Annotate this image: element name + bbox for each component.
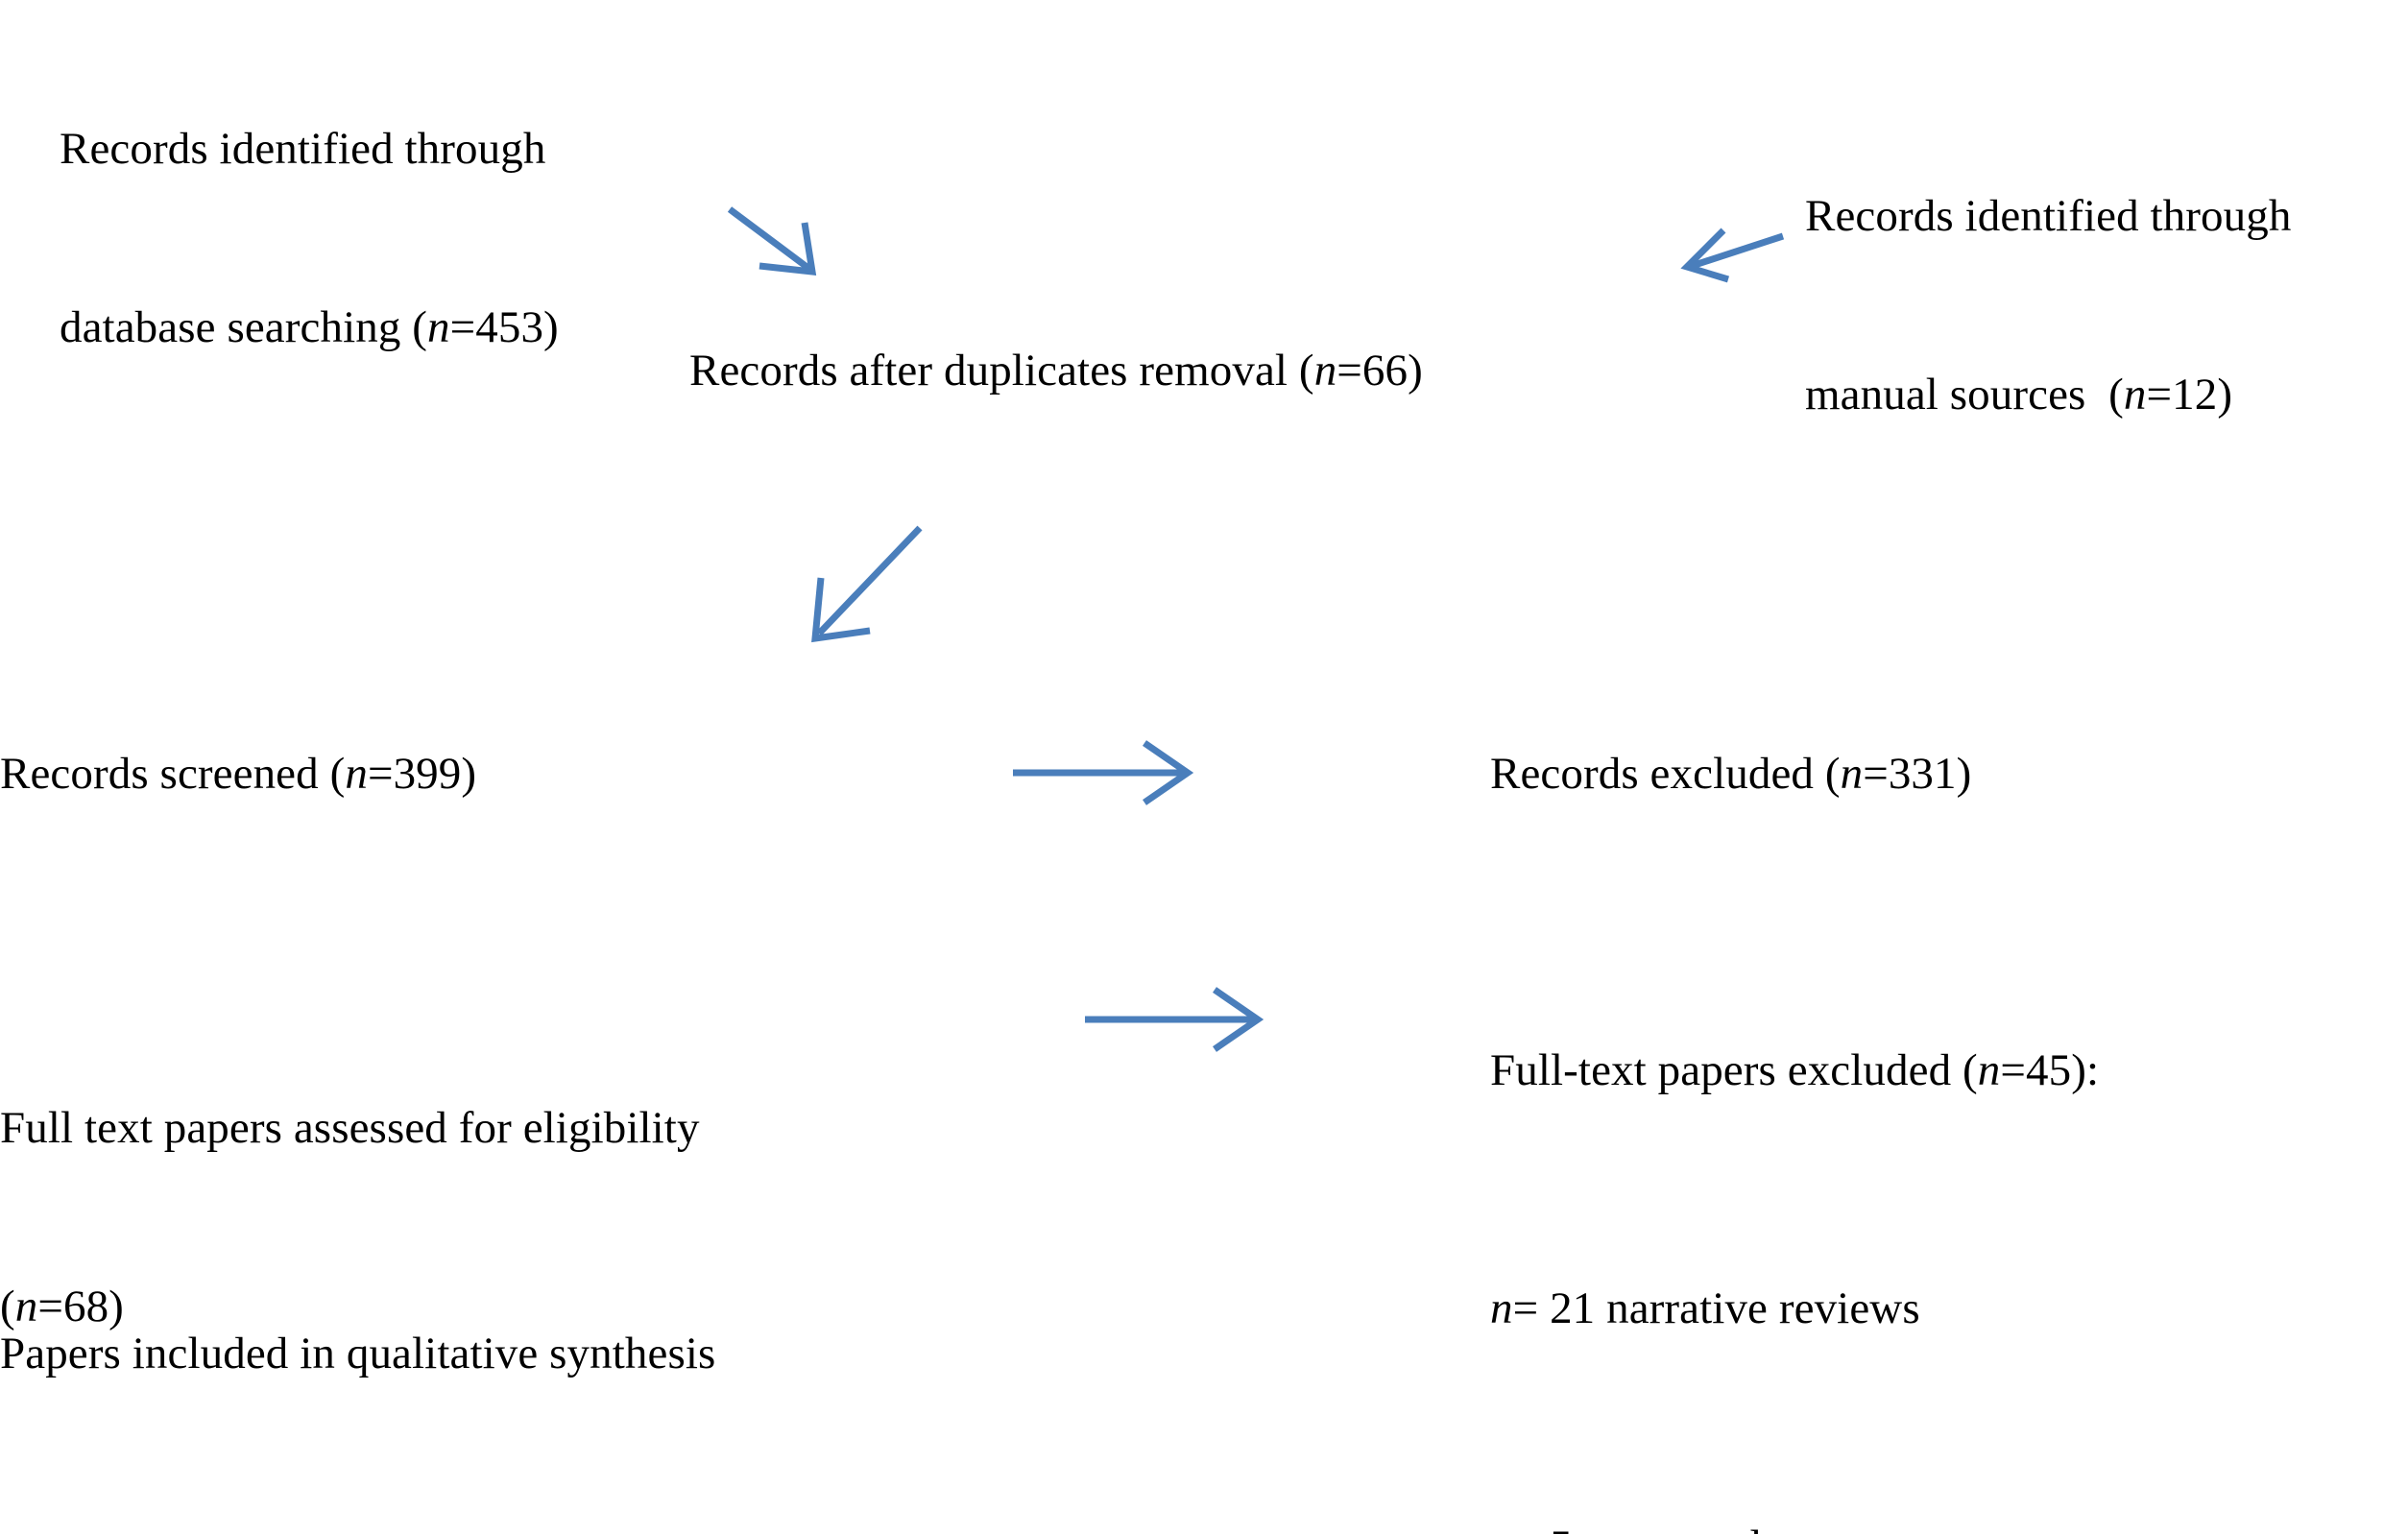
node-db-search-n: n bbox=[427, 302, 450, 353]
arrow-dupes-to-screened-icon bbox=[811, 525, 923, 643]
node-records-identified-manual: Records identified through manual source… bbox=[1805, 67, 2291, 543]
node-after-dupes-n: n bbox=[1313, 346, 1337, 395]
node-excluded-pre: Records excluded ( bbox=[1490, 749, 1841, 799]
node-fulltext-line2-pre: ( bbox=[0, 1282, 15, 1332]
node-fulltext-excluded-list: Full-text papers excluded (n=45): n= 21 … bbox=[1490, 922, 2099, 1534]
excl-item-1-n: n bbox=[1490, 1522, 1513, 1534]
node-excl-list-heading-pre: Full-text papers excluded ( bbox=[1490, 1045, 1978, 1096]
node-fulltext-n: n bbox=[14, 1282, 38, 1332]
node-screened-post: =399) bbox=[367, 749, 477, 799]
node-after-dupes-post: =66) bbox=[1336, 346, 1423, 395]
node-excluded-post: =331) bbox=[1863, 749, 1972, 799]
node-screened-pre: Records screened ( bbox=[0, 749, 346, 799]
node-fulltext-assessed: Full text papers assessed for eligibilit… bbox=[0, 979, 700, 1455]
node-screened-n: n bbox=[345, 749, 368, 799]
node-db-search-line2-post: =453) bbox=[449, 302, 559, 353]
excl-item-1-text: = 5 meta-analyses bbox=[1513, 1522, 1841, 1534]
node-fulltext-line2: (n=68) bbox=[0, 1277, 700, 1336]
excl-item-0-text: = 21 narrative reviews bbox=[1512, 1283, 1920, 1334]
node-manual-sources-line2: manual sources (n=12) bbox=[1805, 365, 2291, 424]
node-db-search-line2-pre: database searching ( bbox=[60, 302, 428, 353]
node-after-dupes-pre: Records after duplicates removal ( bbox=[689, 346, 1314, 395]
node-papers-quantitative-synthesis: Papers included in quantitative synthesi… bbox=[0, 1419, 738, 1534]
node-excl-list-heading: Full-text papers excluded (n=45): bbox=[1490, 1041, 2099, 1100]
arrow-manual-to-dupes-icon bbox=[1680, 228, 1785, 283]
node-excl-list-heading-post: =45): bbox=[2000, 1045, 2100, 1096]
node-records-screened: Records screened (n=399) bbox=[0, 744, 476, 803]
arrow-fulltext-excluded-icon bbox=[1085, 987, 1264, 1052]
node-excluded-n: n bbox=[1840, 749, 1864, 799]
node-records-after-duplicates: Records after duplicates removal (n=66) bbox=[689, 341, 1423, 400]
excl-item-0-n: n bbox=[1490, 1283, 1513, 1334]
node-manual-sources-line2-pre: manual sources ( bbox=[1805, 370, 2124, 420]
node-records-excluded: Records excluded (n=331) bbox=[1490, 744, 1971, 803]
node-qualitative-line1: Papers included in qualitative synthesis bbox=[0, 1329, 716, 1379]
node-manual-sources-n: n bbox=[2123, 370, 2147, 420]
list-item: n= 21 narrative reviews bbox=[1490, 1279, 2099, 1338]
node-fulltext-line1: Full text papers assessed for eligibilit… bbox=[0, 1103, 700, 1154]
arrow-db-to-dupes-icon bbox=[727, 206, 817, 276]
node-excl-list-heading-n: n bbox=[1977, 1045, 2001, 1096]
node-papers-qualitative-synthesis: Papers included in qualitative synthesis bbox=[0, 1205, 715, 1502]
arrow-screened-excluded-icon bbox=[1013, 740, 1194, 805]
node-manual-sources-line1: Records identified through bbox=[1805, 191, 2292, 242]
node-records-identified-database: Records identified through database sear… bbox=[60, 0, 559, 476]
node-db-search-line1: Records identified through bbox=[60, 124, 546, 175]
list-item: n= 5 meta-analyses bbox=[1490, 1517, 2099, 1534]
node-fulltext-line2-post: =68) bbox=[37, 1282, 124, 1332]
node-db-search-line2: database searching (n=453) bbox=[60, 298, 559, 357]
node-manual-sources-line2-post: =12) bbox=[2146, 370, 2233, 420]
